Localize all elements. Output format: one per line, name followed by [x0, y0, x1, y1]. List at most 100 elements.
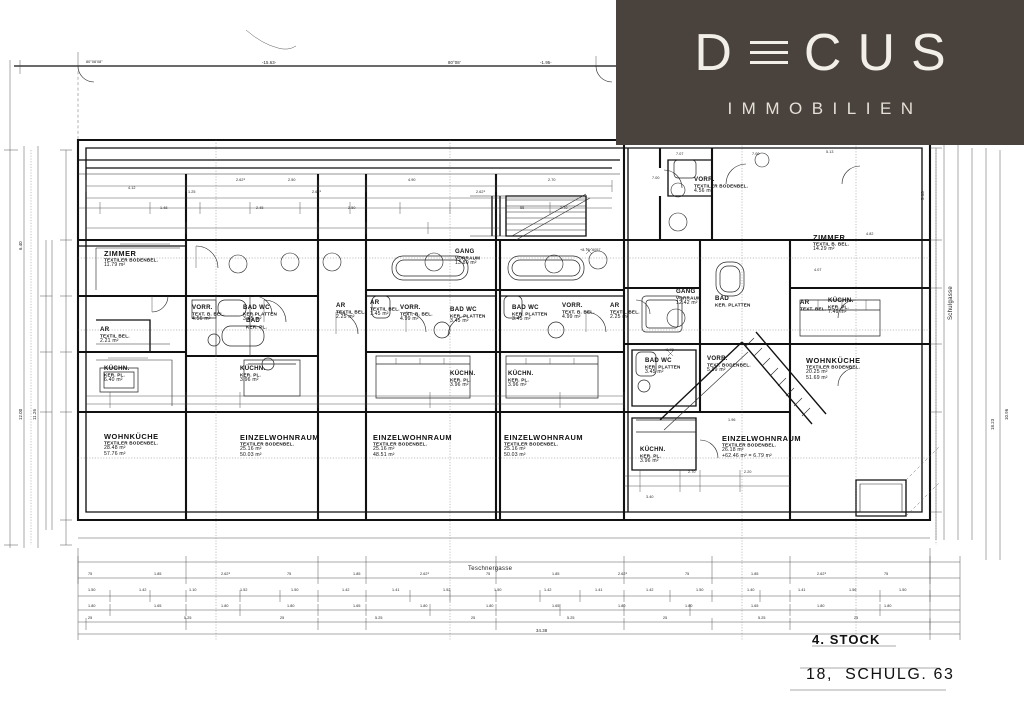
room-name: BAD	[715, 295, 730, 302]
dimension-text: 1.56	[849, 588, 857, 592]
brand-subtitle: IMMOBILIEN	[727, 98, 923, 118]
room-floor-surface: KER. PL.	[640, 453, 661, 459]
room-area: 4.56 m²	[694, 187, 713, 194]
room-area: 3.45 m²	[243, 315, 262, 322]
room-area: 25.16 m²	[504, 446, 526, 453]
room-name: EINZELWOHNRAUM	[504, 433, 584, 442]
room-name: GANG	[455, 248, 475, 255]
room-name: BAD WC	[512, 304, 539, 311]
room-area: 1.45 m²	[370, 310, 389, 317]
room-label: KÜCHN.KER. PL.6.40 m²	[104, 365, 130, 384]
dimension-text: 1.80	[884, 604, 892, 608]
dimension-text: 1.80	[685, 604, 693, 608]
room-floor-surface: TEXTILER BODENBEL.	[104, 258, 159, 263]
room-name: VORR.	[192, 304, 213, 311]
dimension-text: 1.50	[696, 588, 704, 592]
room-area-secondary: 51.69 m²	[806, 375, 828, 382]
dimension-text: 1.42	[342, 588, 350, 592]
dimension-text-vertical: 10.96	[1004, 408, 1009, 420]
room-name: AR	[100, 326, 110, 333]
room-floor-surface: TEXTILER BODENBEL.	[722, 443, 777, 448]
dimension-text: 2.62⁵	[420, 572, 430, 576]
room-floor-surface: KER. PL.	[508, 377, 529, 383]
dimension-text: 75	[685, 572, 690, 576]
dimension-text: 1.10	[189, 588, 197, 592]
dimension-text: 1.80	[618, 604, 626, 608]
room-name: EINZELWOHNRAUM	[722, 434, 802, 443]
dimension-text: 55	[520, 206, 525, 210]
room-area: 2.25 m²	[610, 313, 629, 320]
dimension-text: 1.80	[287, 604, 295, 608]
dimension-text: 1.80	[486, 604, 494, 608]
dimension-text: 1.80	[817, 604, 825, 608]
dimension-text: 7.00	[652, 176, 660, 180]
dimension-text-vertical: 6.40	[18, 241, 23, 250]
room-area: 3.96 m²	[508, 381, 527, 388]
dimension-text: 1.50	[88, 588, 96, 592]
room-area-secondary: 50.03 m²	[240, 452, 262, 459]
room-area: 3.45 m²	[512, 315, 531, 322]
room-area: 26.18 m²	[722, 447, 744, 454]
dimension-text: +8.78 .6057	[580, 248, 601, 252]
room-floor-surface: TEXTIL BEL.	[336, 309, 366, 315]
room-floor-surface: TEXTIL B. BEL.	[813, 242, 850, 247]
room-floor-surface: KER. PL.	[450, 377, 471, 383]
room-area: 11.79 m²	[104, 262, 126, 269]
dimension-text: 1.42	[544, 588, 552, 592]
dimension-text: 25	[88, 616, 93, 620]
dimension-text: 5.25	[567, 616, 575, 620]
room-name: VORR.	[707, 355, 728, 362]
room-floor-surface: VORRAUM	[676, 295, 702, 301]
room-floor-surface: KER. PL.	[828, 304, 849, 310]
room-name: ZIMMER	[104, 249, 137, 258]
room-area: 3.96 m²	[640, 457, 659, 464]
room-floor-surface: KER. PLATTEN	[512, 311, 548, 317]
dimension-text: 1.80	[420, 604, 428, 608]
dimension-text: 1.42	[139, 588, 147, 592]
room-area: 2.25 m²	[336, 313, 355, 320]
dimension-text: 2.50	[348, 206, 356, 210]
logo-letter-u: U	[857, 23, 911, 82]
room-floor-surface: KER. PLATTEN	[715, 302, 751, 308]
dimension-text: 2.70	[688, 470, 696, 474]
dimension-text: 1.80	[221, 604, 229, 608]
room-area: 25.16 m²	[373, 446, 395, 453]
room-name: KÜCHN.	[104, 365, 130, 372]
dimension-text: 34.38	[536, 628, 548, 633]
dimension-text: 5.25	[375, 616, 383, 620]
room-floor-surface: TEXT. B. BEL.	[562, 309, 595, 315]
room-area: 4.99 m²	[400, 315, 419, 322]
dimension-text-vertical: 12.00	[18, 408, 23, 420]
logo-letter-d: D	[694, 23, 748, 82]
room-area: 20.25 m²	[806, 369, 828, 376]
dimension-text: 1.50	[291, 588, 299, 592]
dimension-text: 2.62⁵	[476, 190, 486, 194]
dimension-text-vertical: 18.23	[990, 418, 995, 430]
room-name: KÜCHN.	[240, 365, 266, 372]
room-label: VORR.TEXT. B. BEL.4.56 m²	[192, 304, 225, 323]
room-name: WOHNKÜCHE	[104, 432, 159, 441]
logo-letter-s: S	[911, 23, 962, 82]
room-label: KÜCHN.KER. PL.3.96 m²	[450, 370, 476, 389]
logo-letter-c: C	[803, 23, 858, 82]
room-name: KÜCHN.	[508, 370, 534, 377]
dimension-text: 1.42	[646, 588, 654, 592]
dimension-text: 25	[471, 616, 476, 620]
dimension-text: 1.52	[240, 588, 248, 592]
room-label: KÜCHN.KER. PL.3.96 m²	[640, 446, 666, 465]
room-name: KÜCHN.	[450, 370, 476, 377]
dimension-text: -15.63-	[262, 60, 277, 65]
room-area-secondary: 48.51 m²	[373, 452, 395, 459]
room-label: KÜCHN.KER. PL.3.96 m²	[508, 370, 534, 389]
room-name: VORR.	[400, 304, 421, 311]
logo-letter-e-icon	[749, 33, 788, 73]
street-label-teschnergasse: Teschnergasse	[468, 566, 513, 572]
